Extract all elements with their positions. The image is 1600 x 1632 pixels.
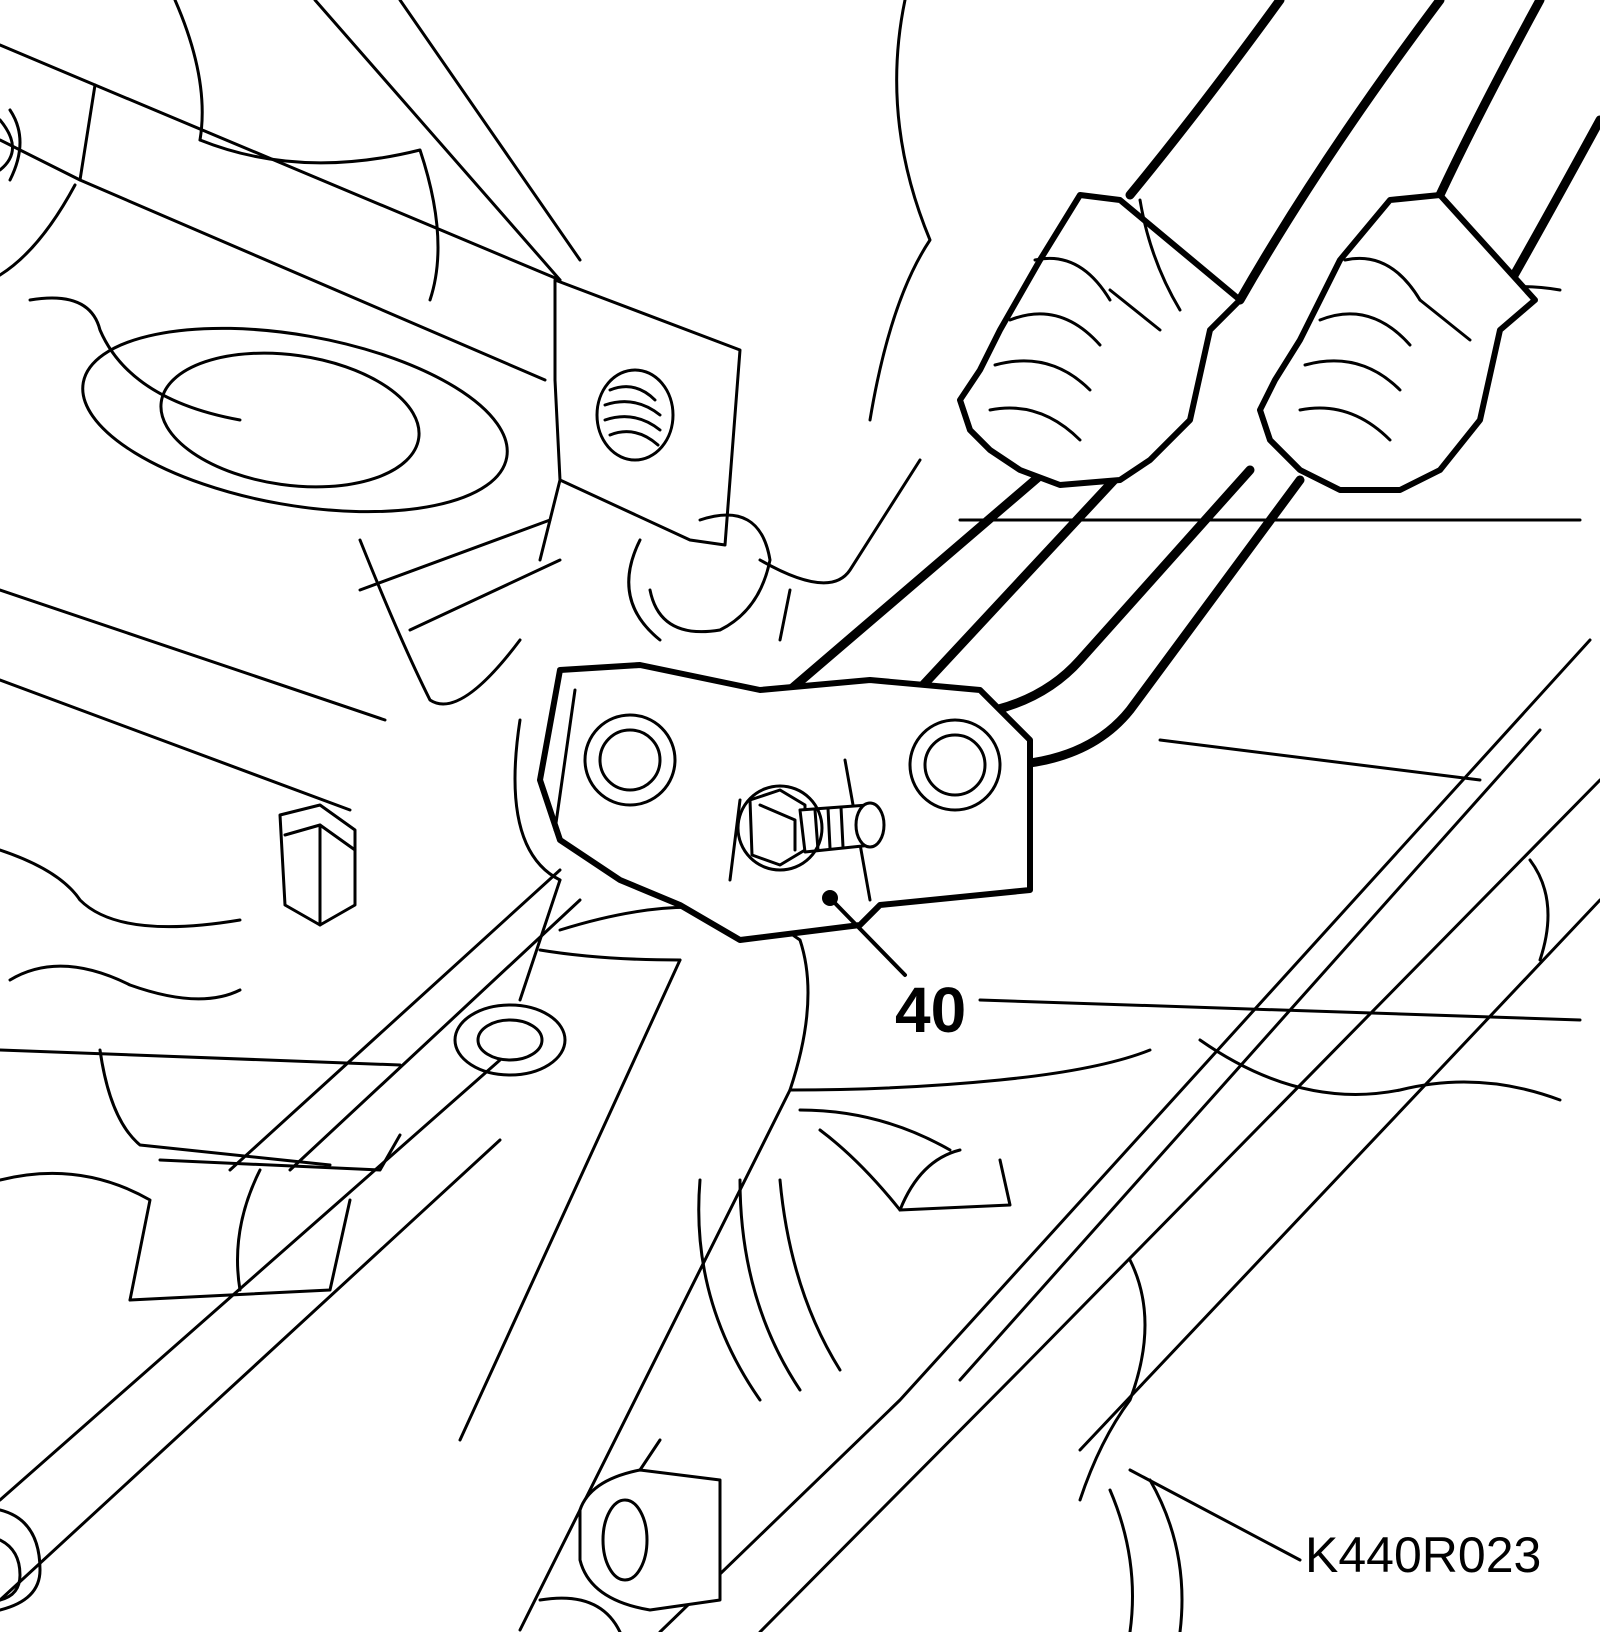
hose-sleeve-right — [1257, 192, 1538, 493]
lower-mount — [538, 1178, 1302, 1632]
frame-rail-upper — [0, 43, 562, 812]
subframe-diagonal — [0, 638, 1600, 1632]
stud-bolt-40 — [736, 784, 886, 872]
transmission-housing — [173, 0, 1582, 1212]
cross-member — [0, 868, 582, 1302]
hex-bolt-left — [0, 803, 357, 1001]
mounting-bracket — [358, 278, 742, 706]
callout-label-40: 40 — [895, 974, 967, 1046]
hose-sleeve-left — [957, 192, 1243, 488]
figure-reference-code: K440R023 — [1305, 1527, 1542, 1583]
callout-leader-40 — [822, 890, 907, 977]
